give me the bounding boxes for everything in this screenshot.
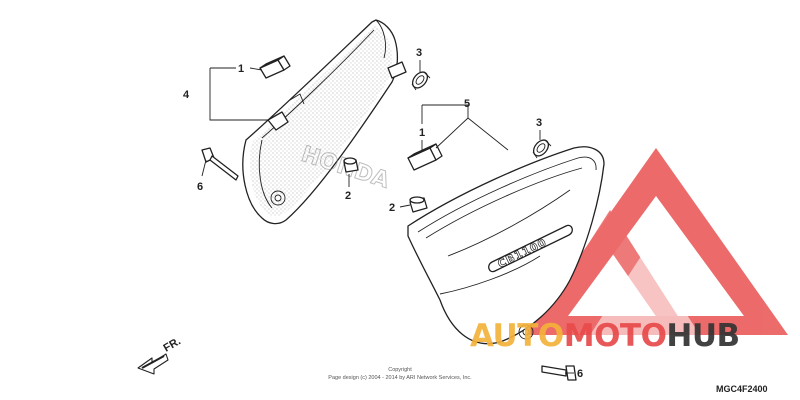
copyright-line-2: Page design (c) 2004 - 2014 by ARI Netwo… <box>328 375 472 381</box>
fr-arrow-icon: FR. <box>137 335 183 375</box>
copyright-line-1: Copyright <box>388 367 412 373</box>
svg-text:AUTOMOTOHUB: AUTOMOTOHUB <box>470 318 740 354</box>
callout-2-left: 2 <box>345 190 351 202</box>
callout-4: 4 <box>183 89 190 101</box>
watermark-text: AUTOMOTOHUB <box>470 318 740 354</box>
watermark-moto: MOTO <box>564 318 667 354</box>
callout-6-right: 6 <box>577 368 583 380</box>
callout-5: 5 <box>464 98 470 110</box>
leader-lines <box>201 60 574 374</box>
triangle-logo-icon <box>524 148 788 335</box>
diagram-code: MGC4F2400 <box>716 384 768 394</box>
grommet-part-1-left <box>259 55 291 79</box>
right-side-cover: CB1100 <box>407 146 605 345</box>
callout-3-right: 3 <box>536 117 542 129</box>
callout-1-left: 1 <box>238 63 244 75</box>
callout-1-mid: 1 <box>419 127 425 139</box>
collar-part-2-left <box>343 157 359 173</box>
grommet-part-3-right <box>532 139 552 159</box>
watermark-auto: AUTO <box>470 318 564 354</box>
collar-part-2-mid <box>409 196 428 213</box>
left-side-cover: HONDA <box>242 19 407 225</box>
bolt-part-6-left <box>201 147 239 181</box>
direction-label: FR. <box>162 335 183 354</box>
callout-3-left: 3 <box>416 47 422 59</box>
grommet-part-1-mid <box>407 143 443 171</box>
callouts: 1 4 3 5 3 1 6 2 2 6 <box>183 47 583 380</box>
grommet-part-3-left <box>411 71 431 91</box>
callout-2-mid: 2 <box>389 202 395 214</box>
callout-6-left: 6 <box>197 181 203 193</box>
watermark-hub: HUB <box>666 318 739 354</box>
